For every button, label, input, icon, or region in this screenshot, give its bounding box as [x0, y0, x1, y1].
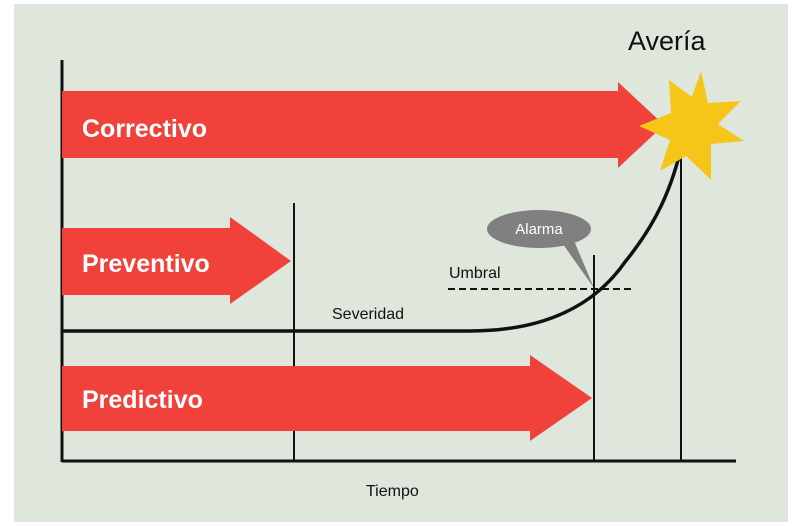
corrective-arrow-label: Correctivo	[82, 115, 207, 143]
x-axis-label: Tiempo	[366, 483, 419, 500]
alarm-label: Alarma	[515, 221, 563, 238]
alarm-bubble	[487, 210, 591, 248]
failure-star	[639, 71, 744, 180]
corrective-arrow	[62, 82, 664, 168]
predictive-arrow-label: Predictivo	[82, 386, 203, 414]
preventive-arrow	[62, 217, 291, 304]
threshold-label: Umbral	[449, 265, 501, 282]
predictive-arrow	[62, 355, 592, 441]
severity-curve	[62, 139, 685, 333]
failure-label: Avería	[628, 26, 707, 56]
severity-label: Severidad	[332, 306, 404, 323]
alarm-bubble-pointer	[560, 240, 594, 288]
preventive-arrow-label: Preventivo	[82, 250, 210, 278]
